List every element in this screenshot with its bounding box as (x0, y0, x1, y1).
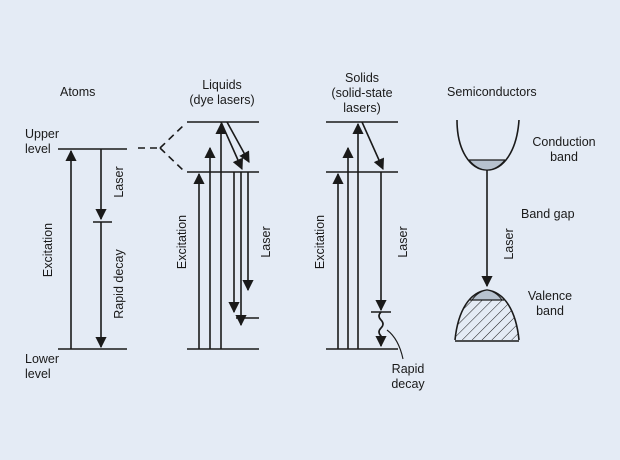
conduction-band-label-1: Conduction (532, 135, 596, 149)
solids-title-1: Solids (344, 71, 380, 85)
atoms-lower-level-label-1: Lower (25, 352, 60, 366)
solids-decay-arrow (361, 121, 385, 171)
conduction-band-fill (467, 159, 507, 171)
band-gap-label: Band gap (521, 207, 575, 221)
atoms-laser-label: Laser (112, 166, 126, 198)
valence-band-label-2: band (536, 304, 564, 318)
liquids-title-2: (dye lasers) (189, 93, 255, 107)
atoms-upper-level-label-2: level (25, 142, 51, 156)
valence-band-hatch (455, 300, 519, 340)
semiconductor-laser-label: Laser (502, 228, 516, 260)
atoms-rapid-decay-label: Rapid decay (112, 249, 126, 319)
atoms-title: Atoms (60, 85, 96, 99)
conduction-band-label-2: band (550, 150, 578, 164)
liquids-decay-arrow-1 (220, 121, 244, 171)
connector-dashes (138, 123, 186, 173)
solids-laser-label: Laser (396, 226, 410, 258)
solids-title-2: (solid-state (331, 86, 393, 100)
atoms-lower-level-label-2: level (25, 367, 51, 381)
valence-band-top-fill (471, 289, 503, 301)
atoms-upper-level-label-1: Upper (25, 127, 60, 141)
solids-rapid-decay-label-1: Rapid (391, 362, 425, 376)
solids-title-3: lasers) (343, 101, 381, 115)
solids-rapid-decay-pointer (386, 329, 404, 360)
atoms-excitation-label: Excitation (41, 222, 55, 278)
solids-rapid-decay-label-2: decay (391, 377, 425, 391)
valence-band-label-1: Valence (527, 289, 573, 303)
solids-rapid-decay-squiggle (375, 311, 387, 348)
liquids-excitation-label: Excitation (175, 214, 189, 270)
solids-excitation-label: Excitation (313, 214, 327, 270)
liquids-title-1: Liquids (202, 78, 242, 92)
liquids-laser-label: Laser (259, 226, 273, 258)
liquids-decay-arrow-2 (226, 121, 250, 163)
semiconductors-title: Semiconductors (447, 85, 537, 99)
